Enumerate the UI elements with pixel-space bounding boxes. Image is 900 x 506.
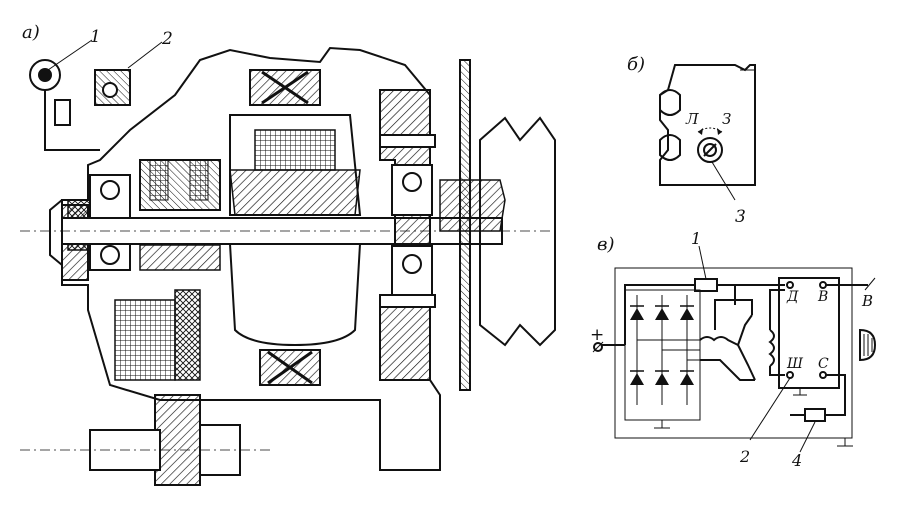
- panel-a-label: а): [22, 22, 40, 43]
- terminal-C: С: [818, 356, 829, 372]
- callout-3-b: 3: [735, 207, 746, 227]
- callout-1-a: 1: [90, 27, 101, 47]
- callout-4-v: 4: [791, 451, 802, 470]
- callout-2-v: 2: [739, 447, 750, 466]
- alternator-section: [20, 39, 560, 486]
- terminal-D: Д: [786, 289, 799, 305]
- panel-b-label: б): [627, 54, 645, 75]
- external-B-label: В: [861, 292, 873, 310]
- switch-mark-right: З: [722, 110, 731, 128]
- plus-label: +: [590, 325, 604, 345]
- circuit-schematic: [592, 245, 877, 453]
- callout-1-v: 1: [691, 229, 701, 248]
- switch-mark-left: Л: [685, 110, 699, 128]
- panel-v-label: в): [597, 234, 615, 255]
- callout-2-a: 2: [161, 29, 173, 49]
- terminal-Sh: Ш: [786, 356, 804, 372]
- terminal-B: В: [817, 289, 828, 305]
- regulator-body: [659, 64, 756, 201]
